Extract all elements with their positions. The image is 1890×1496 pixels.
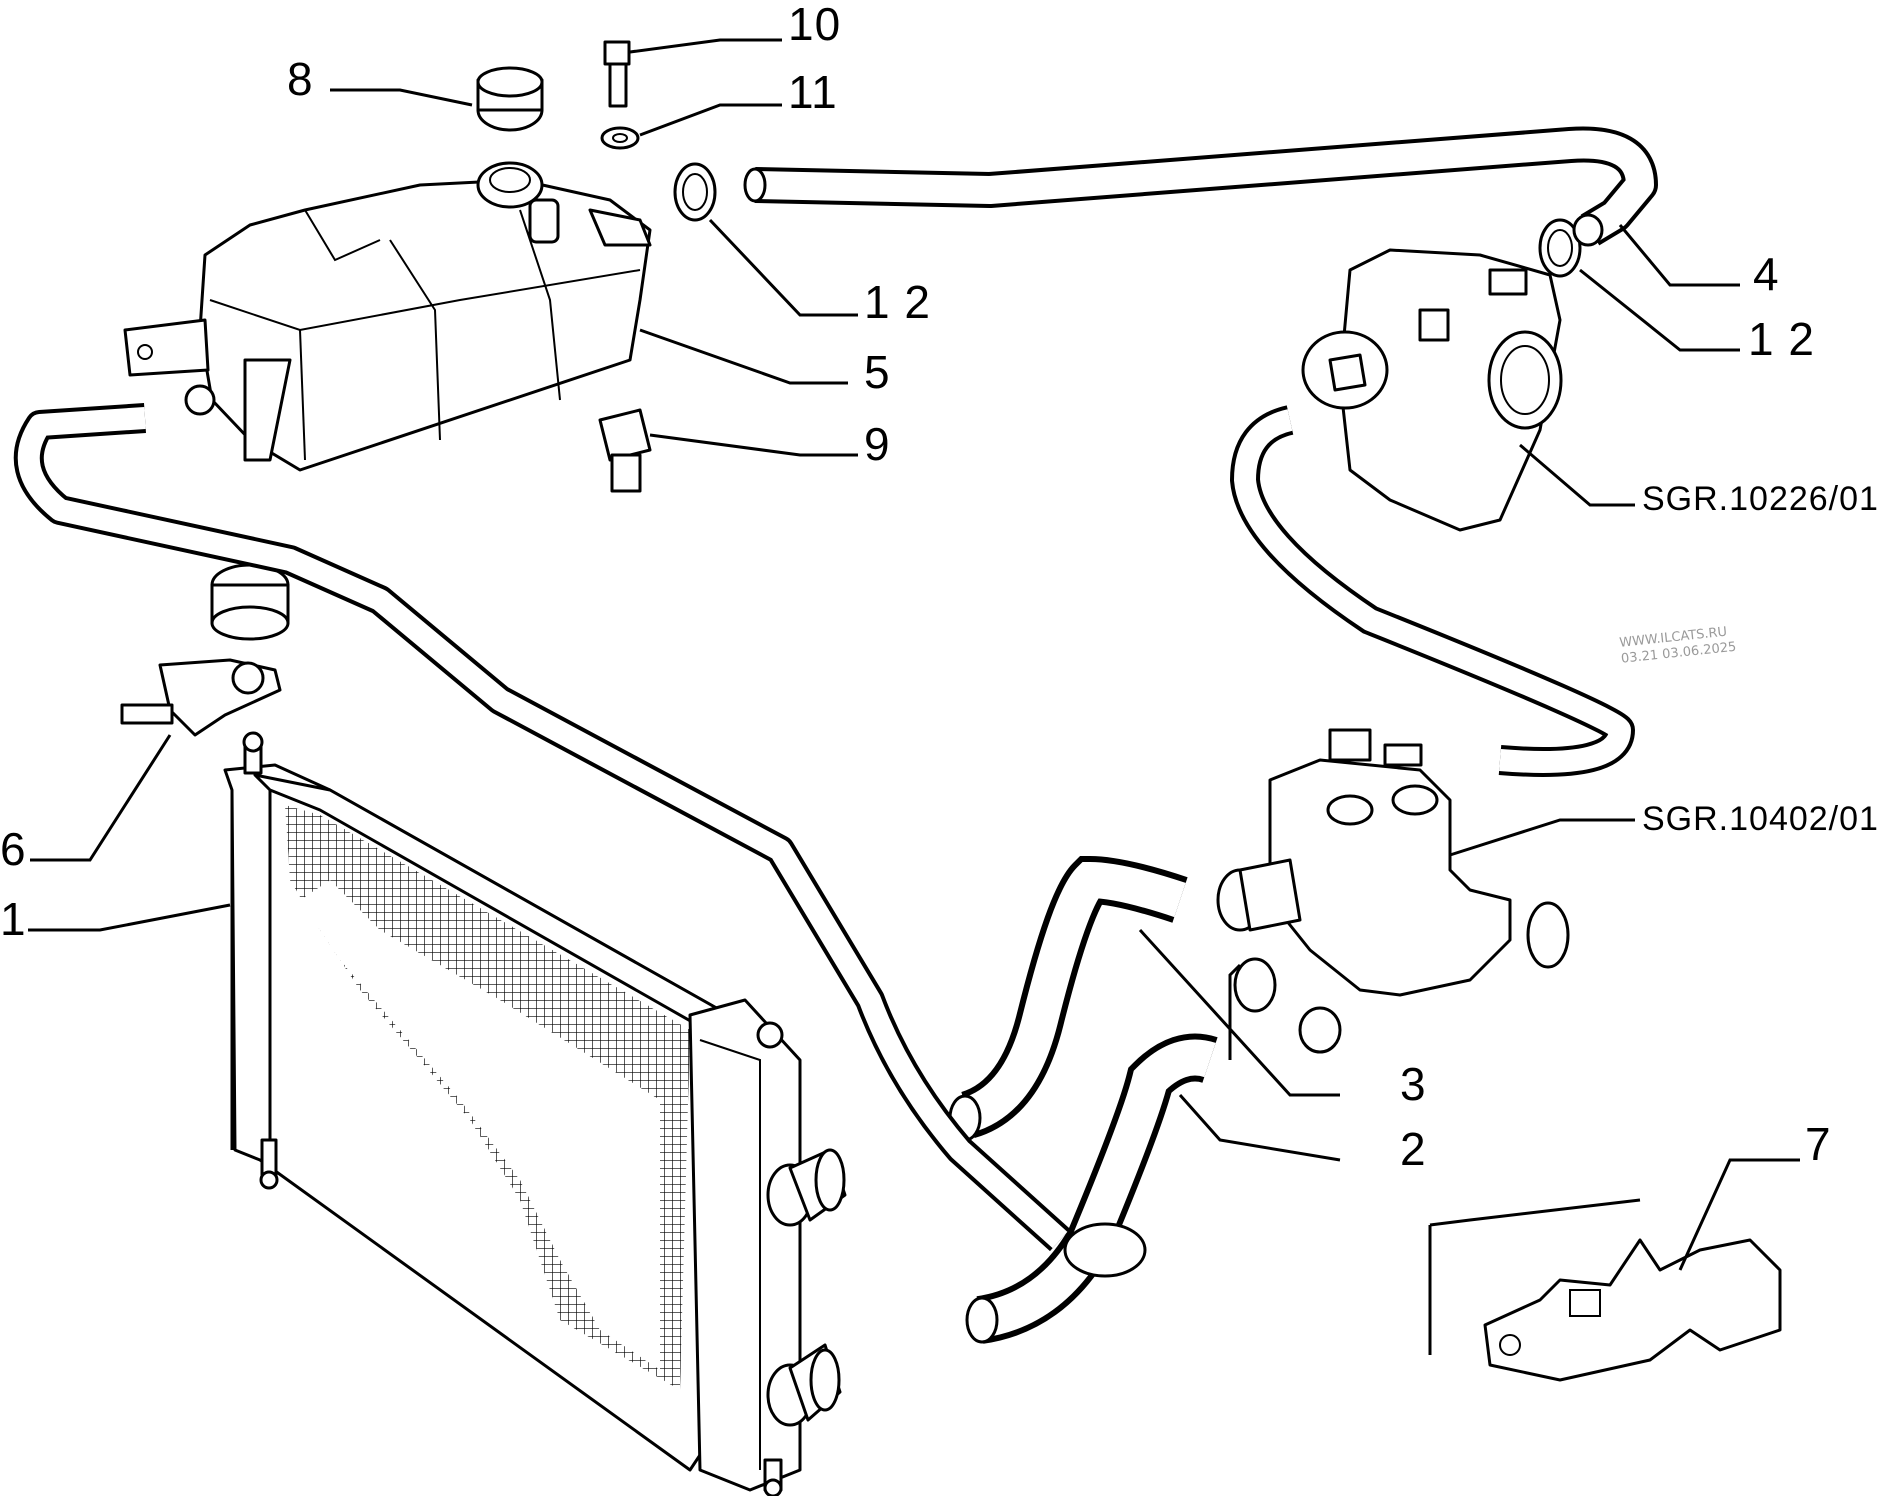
filler-cap — [476, 66, 544, 132]
leader-sgr-10402 — [1449, 818, 1635, 857]
radiator-upper-spigot — [766, 1148, 847, 1227]
callout-3: 3 — [1400, 1058, 1427, 1110]
mounting-bracket — [120, 658, 282, 737]
leader-8 — [330, 88, 473, 107]
leader-6 — [30, 734, 172, 862]
ref-sgr-10402: SGR.10402/01 — [1642, 800, 1879, 838]
callout-9: 9 — [864, 418, 891, 470]
leader-11 — [639, 103, 782, 137]
leader-12b — [1579, 268, 1740, 352]
leader-sgr-10226 — [1519, 443, 1635, 507]
callout-12b: 1 2 — [1748, 313, 1815, 365]
leader-3 — [1138, 928, 1340, 1097]
hose-bypass — [1229, 405, 1636, 777]
leader-4 — [1618, 224, 1740, 287]
callout-10: 10 — [788, 0, 841, 50]
thermostat-housing — [1301, 248, 1563, 532]
leader-lines — [28, 38, 1800, 1355]
leader-7 — [1678, 1158, 1800, 1271]
callout-5: 5 — [864, 346, 891, 398]
hose-clamp-right — [1538, 218, 1582, 278]
callout-12a: 1 2 — [864, 276, 931, 328]
expansion-tank — [123, 161, 652, 472]
hose-4 — [743, 126, 1658, 247]
ref-sgr-10226: SGR.10226/01 — [1642, 480, 1879, 518]
bleed-plug — [598, 408, 652, 493]
screw — [603, 40, 631, 108]
leader-9 — [649, 433, 858, 457]
support-clip — [1483, 1238, 1782, 1382]
callout-1: 1 — [0, 893, 27, 945]
leader-5 — [639, 328, 848, 385]
callout-4: 4 — [1753, 248, 1780, 300]
radiator-lower-spigot — [766, 1343, 842, 1427]
watermark: WWW.ILCATS.RU 03.21 03.06.2025 — [1619, 625, 1737, 667]
callout-7: 7 — [1805, 1118, 1832, 1170]
leader-1 — [28, 903, 231, 932]
rubber-bushing — [210, 563, 290, 641]
hose-2 — [965, 1033, 1218, 1344]
leader-12a — [708, 218, 858, 317]
radiator — [223, 731, 847, 1496]
leader-3b — [1228, 963, 1242, 1060]
leader-10 — [629, 38, 782, 54]
hose-3 — [948, 855, 1188, 1142]
callout-8: 8 — [287, 53, 314, 105]
callout-2: 2 — [1400, 1123, 1427, 1175]
leader-7b — [1429, 1198, 1641, 1227]
washer — [600, 126, 640, 150]
callout-11: 11 — [788, 66, 838, 118]
callout-6: 6 — [0, 823, 27, 875]
water-outlet-housing — [1216, 728, 1570, 1054]
hose-long-lower — [13, 403, 1071, 1252]
hose-clamp-left — [673, 162, 717, 222]
leader-2 — [1178, 1094, 1341, 1162]
